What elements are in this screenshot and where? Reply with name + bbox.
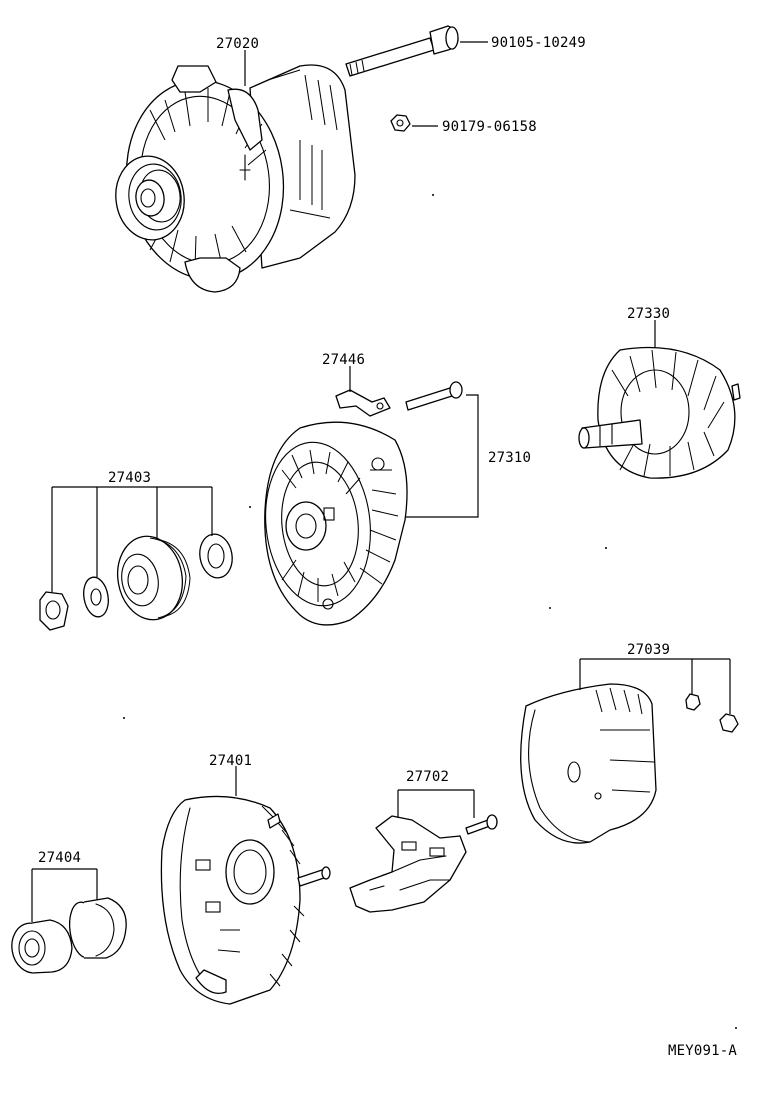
leader-line-27310 <box>406 394 479 518</box>
drive-end-frame-drawing <box>264 381 463 626</box>
leader-lines-27403 <box>51 486 213 592</box>
label-bolt: 90105-10249 <box>491 35 586 51</box>
label-27404: 27404 <box>38 850 81 866</box>
rectifier-end-frame-drawing <box>160 795 331 1005</box>
diagram-code: MEY091-A <box>668 1043 737 1059</box>
leader-lines-27039 <box>579 658 731 714</box>
end-cover-drawing <box>520 683 739 844</box>
label-27330: 27330 <box>627 306 670 322</box>
label-27310: 27310 <box>488 450 531 466</box>
label-27403: 27403 <box>108 470 151 486</box>
regulator-drawing <box>349 814 498 913</box>
rotor-drawing <box>578 346 741 479</box>
stay-bracket-drawing <box>335 389 391 417</box>
label-27446: 27446 <box>322 352 365 368</box>
alternator-assembly-drawing <box>115 64 356 293</box>
label-nut: 90179-06158 <box>442 119 537 135</box>
label-27702: 27702 <box>406 769 449 785</box>
pulley-set-drawing <box>39 533 233 631</box>
leader-lines-27702 <box>397 789 475 818</box>
nut-drawing <box>390 114 411 132</box>
bearing-set-drawing <box>11 897 127 974</box>
leader-lines-27404 <box>31 868 98 922</box>
label-27020: 27020 <box>216 36 259 52</box>
label-27401: 27401 <box>209 753 252 769</box>
bolt-drawing <box>345 25 459 77</box>
scan-specks <box>123 194 737 1029</box>
label-27039: 27039 <box>627 642 670 658</box>
